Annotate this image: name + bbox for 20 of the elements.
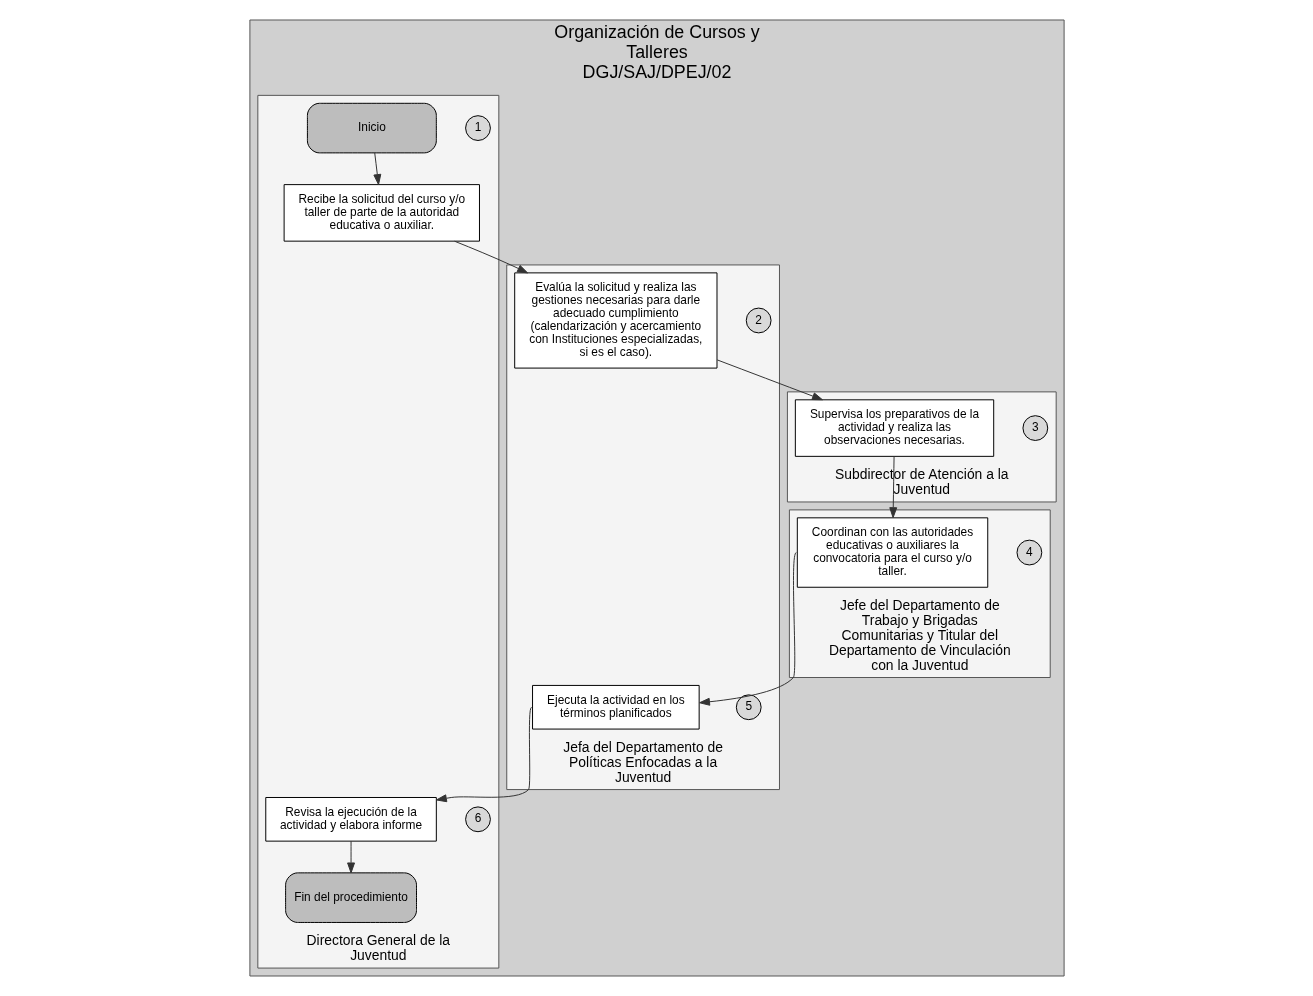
arrow bbox=[716, 359, 823, 401]
node-box: Revisa la ejecución de la actividad y elabora informe bbox=[264, 797, 437, 842]
arrow bbox=[372, 152, 381, 185]
node-circle: 3 bbox=[1021, 415, 1048, 441]
node-circle: 1 bbox=[464, 115, 491, 141]
arrow bbox=[346, 840, 355, 874]
node-box: Coordinan con las autoridades educativas o auxiliares la convocatoria para el curso y/o taller. bbox=[796, 517, 988, 588]
node-box: Supervisa los preparativos de la actividad y realiza las observaciones necesarias. bbox=[794, 399, 994, 457]
node-circle: 4 bbox=[1016, 539, 1042, 566]
node-circle: 5 bbox=[735, 694, 762, 721]
node-box: Inicio bbox=[306, 102, 437, 154]
node-box: Evalúa la solicitud y realiza las gestiones necesarias para darle adecuado cumplimiento (calendarización y acercamiento con Instituciones especializadas, si es el caso). bbox=[513, 272, 717, 369]
node-box: Fin del procedimiento bbox=[284, 872, 417, 923]
arrow bbox=[888, 456, 897, 519]
arrow bbox=[435, 706, 532, 803]
node-box: Ejecuta la actividad en los términos planificados bbox=[531, 684, 700, 730]
node-box: Recibe la solicitud del curso y/o taller de parte de la autoridad educativa o auxiliar. bbox=[283, 184, 480, 242]
arrow bbox=[453, 240, 528, 274]
node-circle: 2 bbox=[745, 307, 772, 334]
node-circle: 6 bbox=[464, 806, 491, 833]
